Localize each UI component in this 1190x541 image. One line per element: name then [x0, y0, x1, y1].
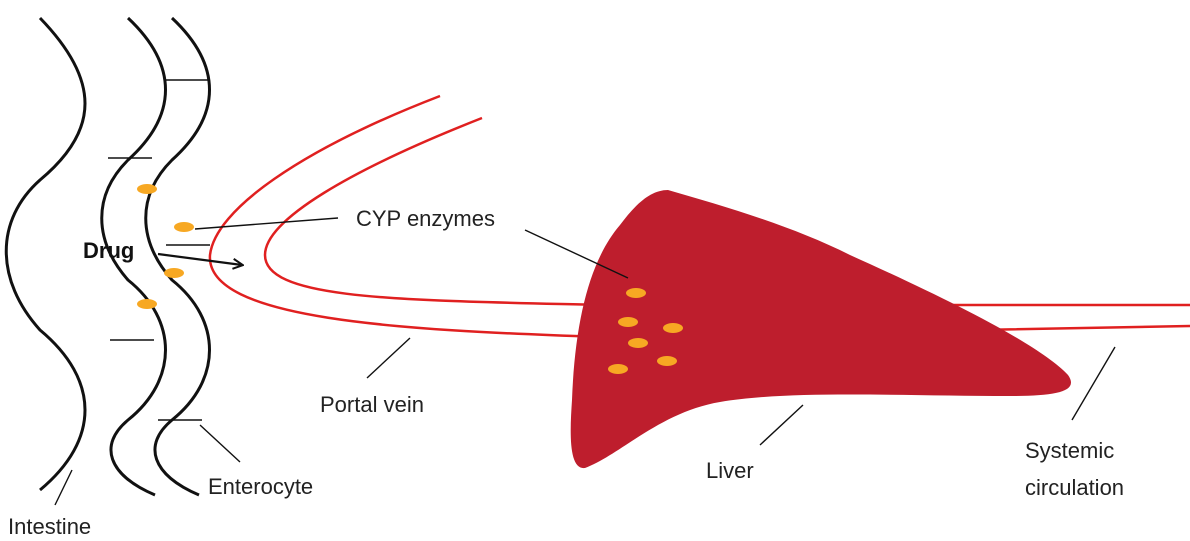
enterocyte-enzymes — [137, 184, 194, 309]
liver-leader — [760, 405, 803, 445]
systemic-circulation-label-line2: circulation — [1025, 475, 1124, 500]
enzyme-dot — [137, 184, 157, 194]
enzyme-dot — [626, 288, 646, 298]
enzyme-dot — [608, 364, 628, 374]
enzyme-dot — [657, 356, 677, 366]
cyp-leader-enterocyte — [195, 218, 338, 229]
intestine-label: Intestine — [8, 514, 91, 539]
enzyme-dot — [628, 338, 648, 348]
enzyme-dot — [663, 323, 683, 333]
portal-vein-leader — [367, 338, 410, 378]
enzyme-dot — [618, 317, 638, 327]
intestine-wall — [6, 18, 85, 490]
portal-vein-label: Portal vein — [320, 392, 424, 417]
liver-label: Liver — [706, 458, 754, 483]
enzyme-dot — [164, 268, 184, 278]
systemic-leader — [1072, 347, 1115, 420]
enzyme-dot — [174, 222, 194, 232]
drug-label: Drug — [83, 238, 134, 263]
cyp-enzymes-label: CYP enzymes — [356, 206, 495, 231]
liver-shape — [571, 190, 1071, 468]
enzyme-dot — [137, 299, 157, 309]
systemic-circulation-label-line1: Systemic — [1025, 438, 1114, 463]
arrow-icon — [158, 254, 242, 265]
enterocyte-leader — [200, 425, 240, 462]
enterocyte-label: Enterocyte — [208, 474, 313, 499]
